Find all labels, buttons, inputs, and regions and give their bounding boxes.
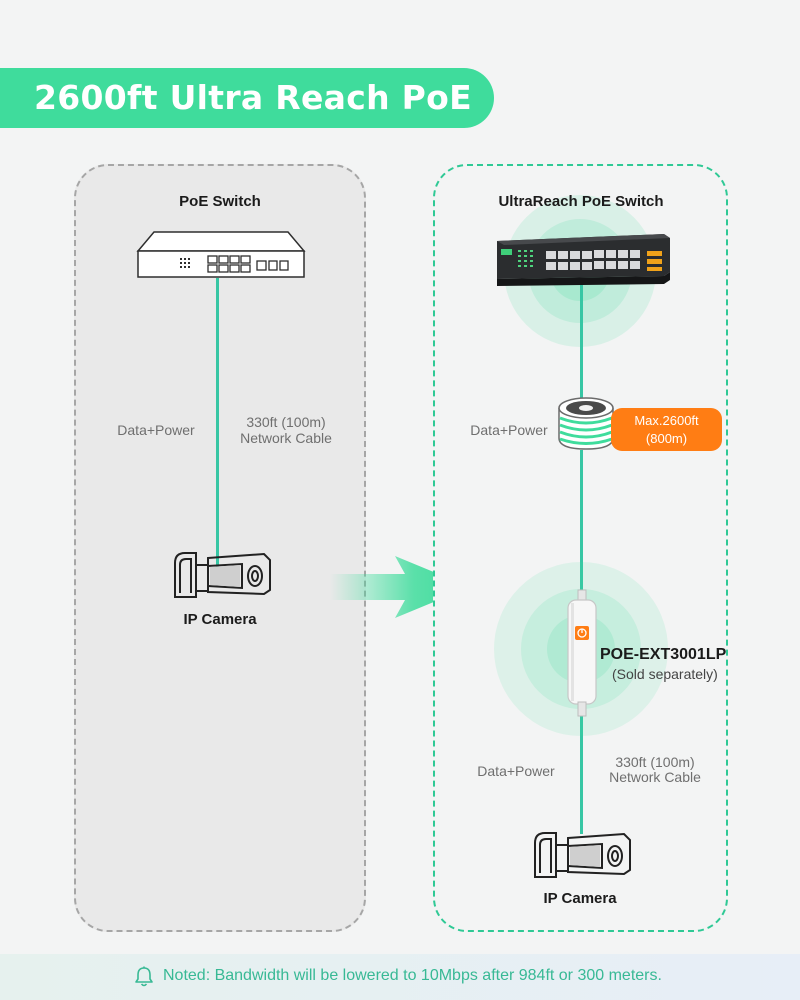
right-cable-type: Network Cable	[609, 769, 701, 785]
page-title: 2600ft Ultra Reach PoE	[34, 78, 472, 117]
right-camera-label: IP Camera	[543, 890, 617, 907]
poe-extender-icon	[567, 589, 597, 717]
right-arrow-icon	[330, 556, 470, 618]
camera-data-power-label: Data+Power	[477, 763, 555, 779]
ultrareach-switch-icon	[497, 234, 670, 286]
camera-cable-bottom	[580, 700, 583, 834]
network-switch-icon	[136, 231, 306, 278]
max-distance-value: Max.2600ft	[634, 412, 699, 428]
long-reach-cable-middle	[580, 450, 583, 610]
extender-sold-separately: (Sold separately)	[612, 666, 718, 682]
max-distance-badge: Max.2600ft (800m)	[611, 408, 722, 451]
bell-icon	[135, 966, 153, 987]
ultrareach-switch-label: UltraReach PoE Switch	[498, 193, 664, 210]
bandwidth-note-text: Noted: Bandwidth will be lowered to 10Mb…	[163, 967, 662, 984]
long-reach-cable-top	[580, 285, 583, 425]
poe-switch-label: PoE Switch	[179, 193, 261, 210]
bandwidth-note-bar: Noted: Bandwidth will be lowered to 10Mb…	[0, 954, 800, 1000]
long-reach-data-power-label: Data+Power	[470, 422, 548, 438]
left-network-cable	[216, 278, 219, 568]
ip-camera-icon	[174, 552, 271, 598]
title-banner: 2600ft Ultra Reach PoE	[0, 68, 494, 128]
left-cable-length: 330ft (100m)	[246, 414, 326, 430]
right-cable-length: 330ft (100m)	[615, 754, 695, 770]
standard-poe-panel	[74, 164, 366, 932]
cable-reel-icon	[558, 397, 614, 450]
extender-model-label: POE-EXT3001LP	[600, 646, 727, 663]
left-camera-label: IP Camera	[183, 611, 257, 628]
max-distance-metric: (800m)	[645, 430, 688, 446]
left-data-power-label: Data+Power	[117, 422, 195, 438]
ip-camera-icon-right	[534, 832, 631, 878]
left-cable-type: Network Cable	[240, 430, 332, 446]
